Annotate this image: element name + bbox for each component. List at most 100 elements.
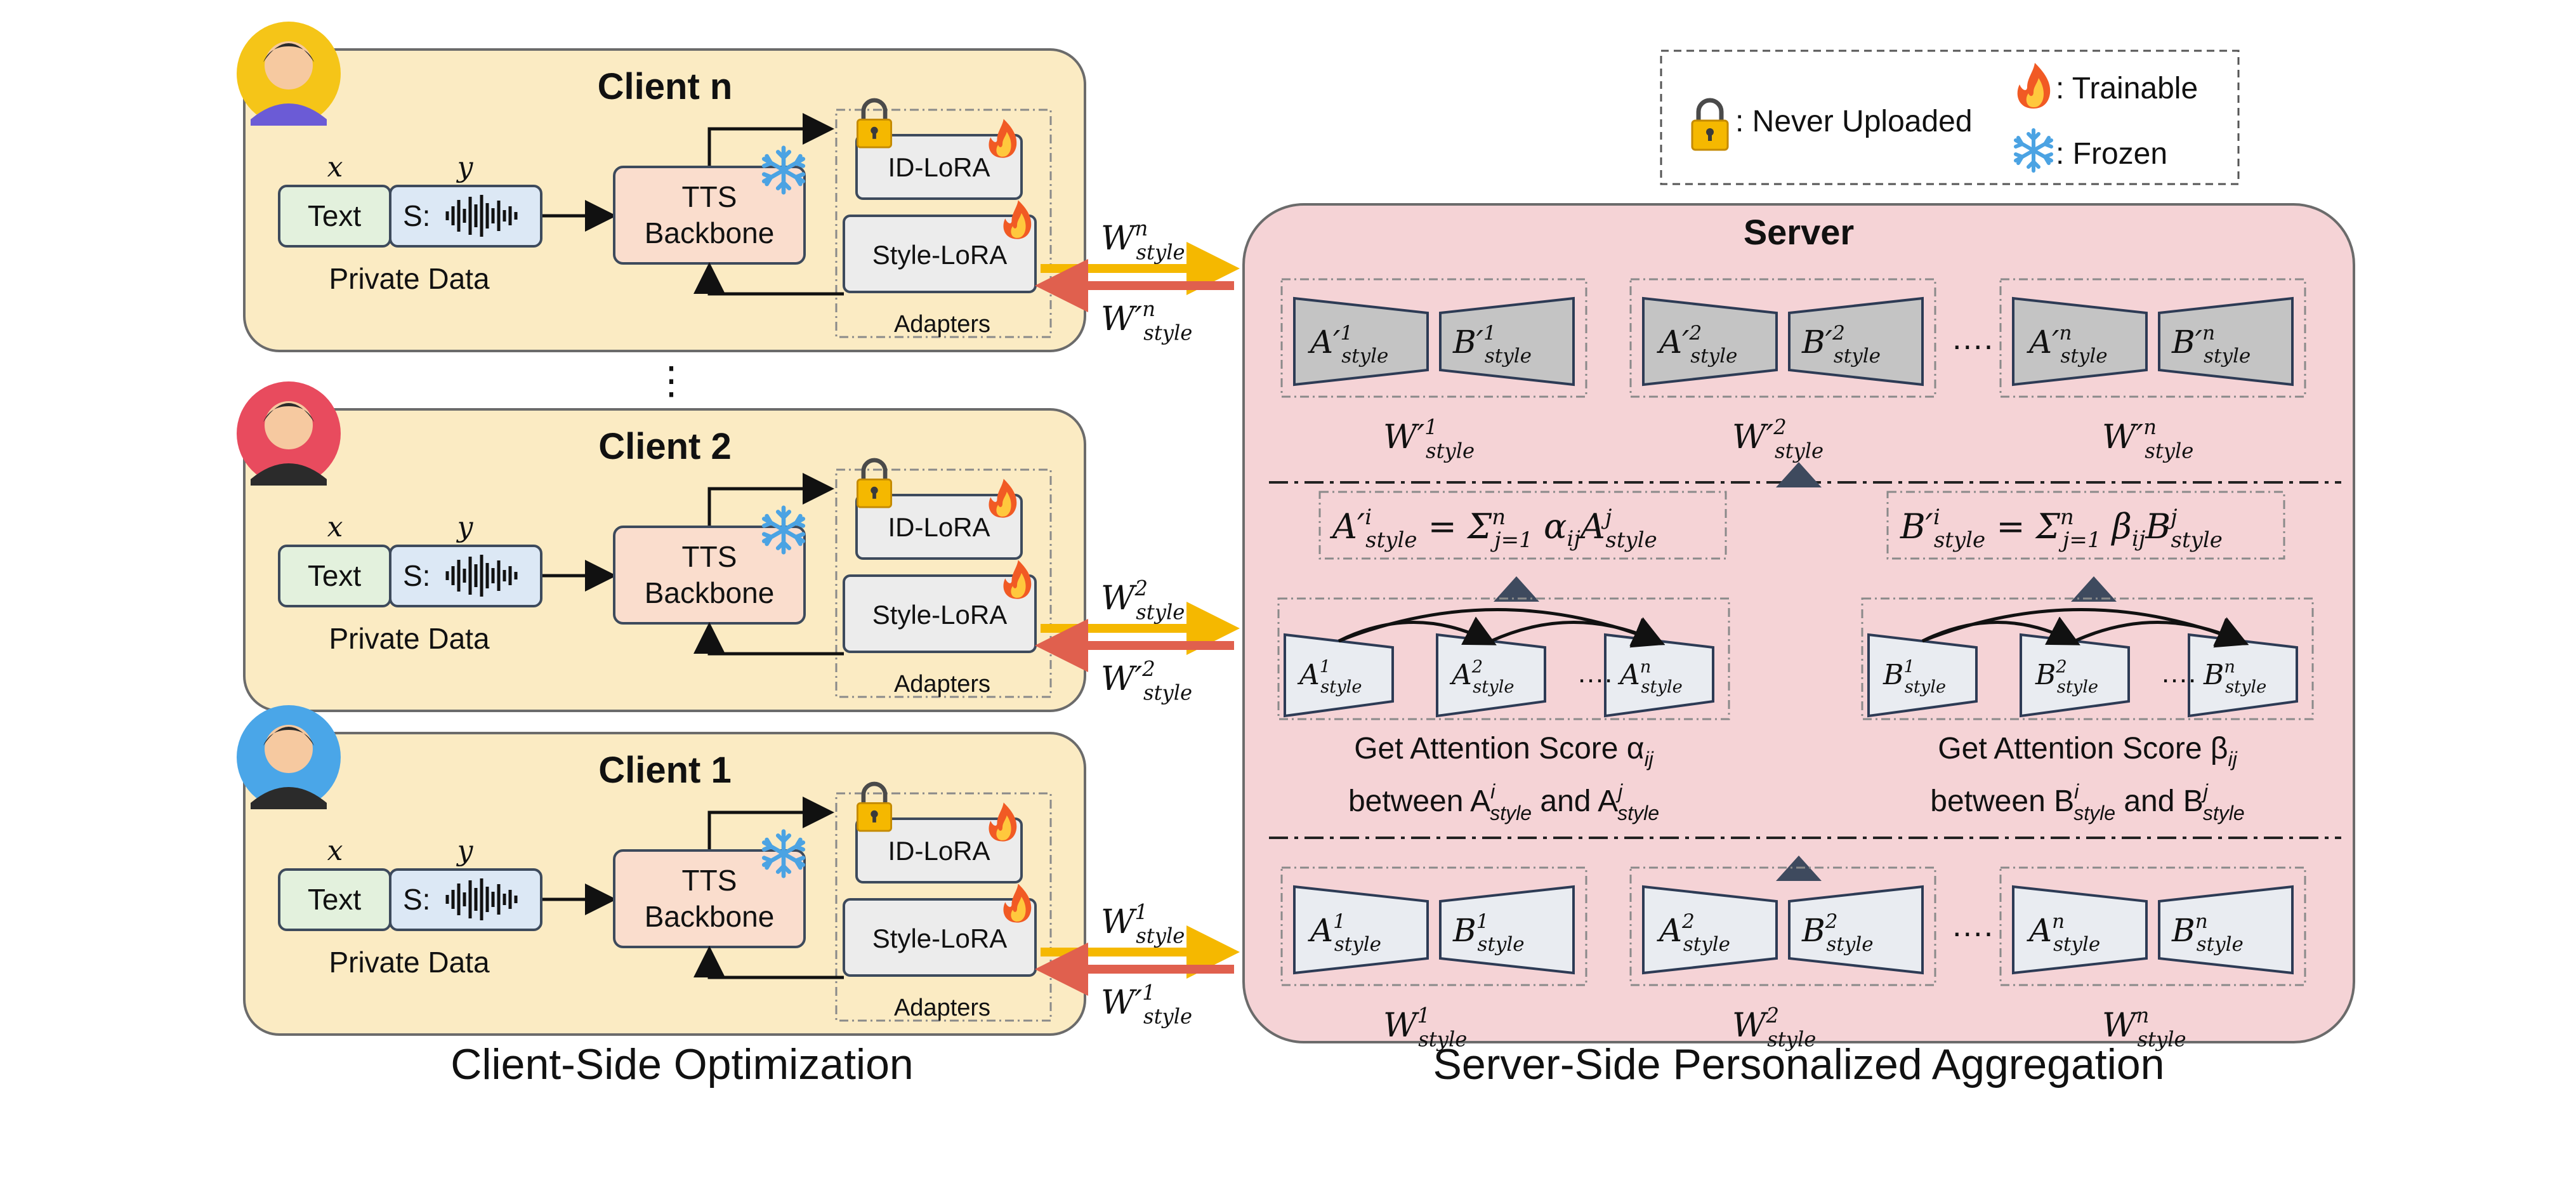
client-title: Client 2 [598, 426, 732, 467]
lora-b-matrix [1788, 885, 1924, 975]
lora-b-matrix [1788, 296, 1924, 387]
lora-matrix [1284, 633, 1394, 718]
lora-matrix [2020, 633, 2130, 718]
snowflake-icon [2016, 130, 2051, 171]
id-lora-box [855, 494, 1023, 560]
attention-ellipsis: …. [2160, 658, 2196, 689]
avatar-icon [237, 381, 341, 486]
legend-never-uploaded: : Never Uploaded [1735, 105, 1973, 138]
tts-label-2: Backbone [645, 216, 775, 249]
style-lora-label: Style-LoRA [872, 923, 1007, 953]
style-lora-box [843, 574, 1037, 653]
attention-box [1861, 597, 2314, 720]
text-label: Text [308, 883, 362, 916]
y-label: y [456, 511, 474, 543]
legend-frozen: : Frozen [2056, 137, 2167, 171]
caption-client-side: Client-Side Optimization [450, 1040, 913, 1089]
weight-group-box [1280, 278, 1587, 398]
weight-group-box [1999, 866, 2306, 986]
lora-matrix [1604, 633, 1714, 718]
lora-a-matrix [1642, 885, 1778, 975]
attention-arrow [1490, 617, 1666, 646]
weight-group-box [1629, 866, 1936, 986]
lora-matrix [1867, 633, 1978, 718]
attention-box [1277, 597, 1730, 720]
lora-a-matrix [2012, 296, 2148, 387]
x-label: x [327, 835, 343, 867]
id-lora-box [855, 134, 1023, 200]
waveform-icon [445, 195, 518, 237]
private-data-label: Private Data [329, 946, 490, 979]
id-lora-box [855, 817, 1023, 884]
caption-server-side: Server-Side Personalized Aggregation [1433, 1040, 2165, 1089]
client-title: Client 1 [598, 750, 732, 791]
lora-matrix [2188, 633, 2298, 718]
attention-arrow [2073, 617, 2249, 646]
text-label: Text [308, 559, 362, 592]
weight-group-box [1999, 278, 2306, 398]
y-label: y [456, 151, 474, 183]
tts-label-2: Backbone [645, 576, 775, 609]
x-label: x [327, 511, 343, 543]
row-ellipsis: …. [1951, 907, 1993, 944]
row-ellipsis: …. [1951, 320, 1993, 357]
tts-label-2: Backbone [645, 900, 775, 933]
tts-label-1: TTS [682, 864, 737, 897]
audio-label: S: [403, 199, 430, 232]
lora-b-matrix [1439, 885, 1575, 975]
client-title: Client n [598, 66, 733, 107]
avatar-icon [237, 705, 341, 809]
client-ellipsis: ⋮ [652, 359, 690, 402]
fire-icon [2017, 63, 2051, 109]
lora-b-matrix [2158, 296, 2294, 387]
style-lora-box [843, 898, 1037, 977]
attention-caption-1: Get Attention Score βij [1938, 732, 2237, 771]
id-lora-label: ID-LoRA [888, 152, 990, 182]
adapters-label: Adapters [894, 671, 990, 698]
style-lora-box [843, 215, 1037, 293]
style-lora-label: Style-LoRA [872, 240, 1007, 270]
adapters-label: Adapters [894, 995, 990, 1021]
audio-label: S: [403, 883, 430, 916]
lora-a-matrix [1642, 296, 1778, 387]
id-lora-label: ID-LoRA [888, 512, 990, 542]
tts-label-1: TTS [682, 540, 737, 573]
tts-label-1: TTS [682, 180, 737, 213]
private-data-label: Private Data [329, 622, 490, 655]
weight-group-box [1280, 866, 1587, 986]
y-label: y [456, 835, 474, 867]
text-label: Text [308, 199, 362, 232]
waveform-icon [445, 878, 518, 920]
